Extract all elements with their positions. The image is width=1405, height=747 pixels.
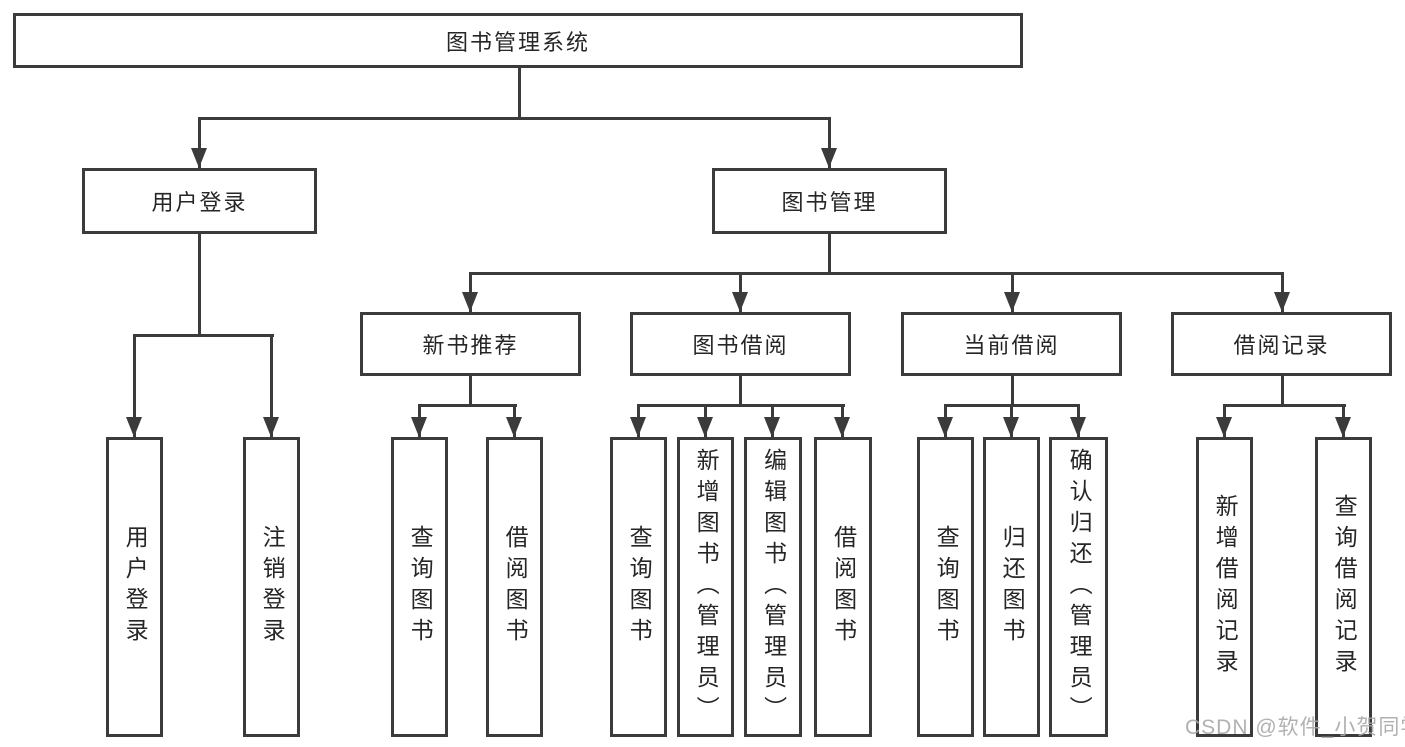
leaf-confirm-return-admin: 确认归还（管理员） [1049,437,1108,737]
leaf-user-login: 用户登录 [106,437,163,737]
connector-line [636,403,845,407]
leaf-add-books-admin: 新增图书（管理员） [677,437,734,737]
csdn-watermark: CSDN @软件_小贺同学 [1185,716,1405,739]
node-label: 新书推荐 [422,333,519,358]
connector-line [517,67,521,118]
node-label: 编辑图书（管理员） [760,447,787,727]
leaf-edit-books-admin: 编辑图书（管理员） [744,437,802,737]
connector-line [468,271,1284,275]
connector-line [417,403,517,407]
leaf-borrow-books: 借阅图书 [486,437,543,737]
connector-line [197,234,201,336]
node-label: 查询图书 [626,525,653,649]
arrow-down-icon [411,417,427,437]
node-label: 图书借阅 [692,333,789,358]
connector-line [132,335,136,437]
node-label: 用户登录 [122,525,149,649]
node-label: 图书管理 [781,190,878,215]
node-library-management-system: 图书管理系统 [13,13,1023,68]
node-label: 查询图书 [933,525,960,649]
node-new-book-recommendation: 新书推荐 [360,312,581,376]
node-label: 查询图书 [407,525,434,649]
connector-line [197,118,201,168]
leaf-query-borrow-record: 查询借阅记录 [1315,437,1372,737]
arrow-down-icon [1004,292,1020,312]
arrow-down-icon [1335,417,1351,437]
arrow-down-icon [1274,292,1290,312]
arrow-down-icon [937,417,953,437]
node-label: 查询借阅记录 [1331,494,1358,680]
connector-line [468,376,472,406]
arrow-down-icon [1070,417,1086,437]
node-label: 归还图书 [999,525,1026,649]
connector-line [132,333,274,337]
arrow-down-icon [732,292,748,312]
arrow-down-icon [1003,417,1019,437]
arrow-down-icon [764,417,780,437]
node-label: 注销登录 [259,525,286,649]
node-label: 借阅记录 [1233,333,1330,358]
node-book-borrowing: 图书借阅 [630,312,851,376]
leaf-logout: 注销登录 [243,437,300,737]
arrow-down-icon [462,292,478,312]
leaf-borrow-books: 借阅图书 [814,437,872,737]
arrow-down-icon [1216,417,1232,437]
node-label: 新增图书（管理员） [693,447,720,727]
node-label: 借阅图书 [502,525,529,649]
leaf-return-books: 归还图书 [983,437,1040,737]
arrow-down-icon [506,417,522,437]
node-label: 确认归还（管理员） [1066,447,1093,727]
leaf-add-borrow-record: 新增借阅记录 [1196,437,1253,737]
arrow-down-icon [630,417,646,437]
arrow-down-icon [126,417,142,437]
connector-line [738,376,742,406]
connector-line [1280,376,1284,406]
arrow-down-icon [834,417,850,437]
leaf-query-books: 查询图书 [391,437,448,737]
node-label: 当前借阅 [963,333,1060,358]
node-current-borrowing: 当前借阅 [901,312,1122,376]
arrow-down-icon [263,417,279,437]
connector-line [197,116,831,120]
node-label: 图书管理系统 [445,29,590,55]
node-borrowing-records: 借阅记录 [1171,312,1392,376]
connector-line [1010,376,1014,406]
node-label: 新增借阅记录 [1212,494,1239,680]
connector-line [1222,403,1346,407]
arrow-down-icon [191,148,207,168]
connector-line [827,234,831,274]
node-label: 借阅图书 [830,525,857,649]
node-book-management: 图书管理 [712,168,947,234]
node-label: 用户登录 [151,190,248,215]
arrow-down-icon [697,417,713,437]
leaf-query-books: 查询图书 [610,437,667,737]
leaf-query-books: 查询图书 [917,437,974,737]
node-user-login: 用户登录 [82,168,317,234]
connector-line [827,118,831,168]
connector-line [269,335,273,437]
arrow-down-icon [821,148,837,168]
